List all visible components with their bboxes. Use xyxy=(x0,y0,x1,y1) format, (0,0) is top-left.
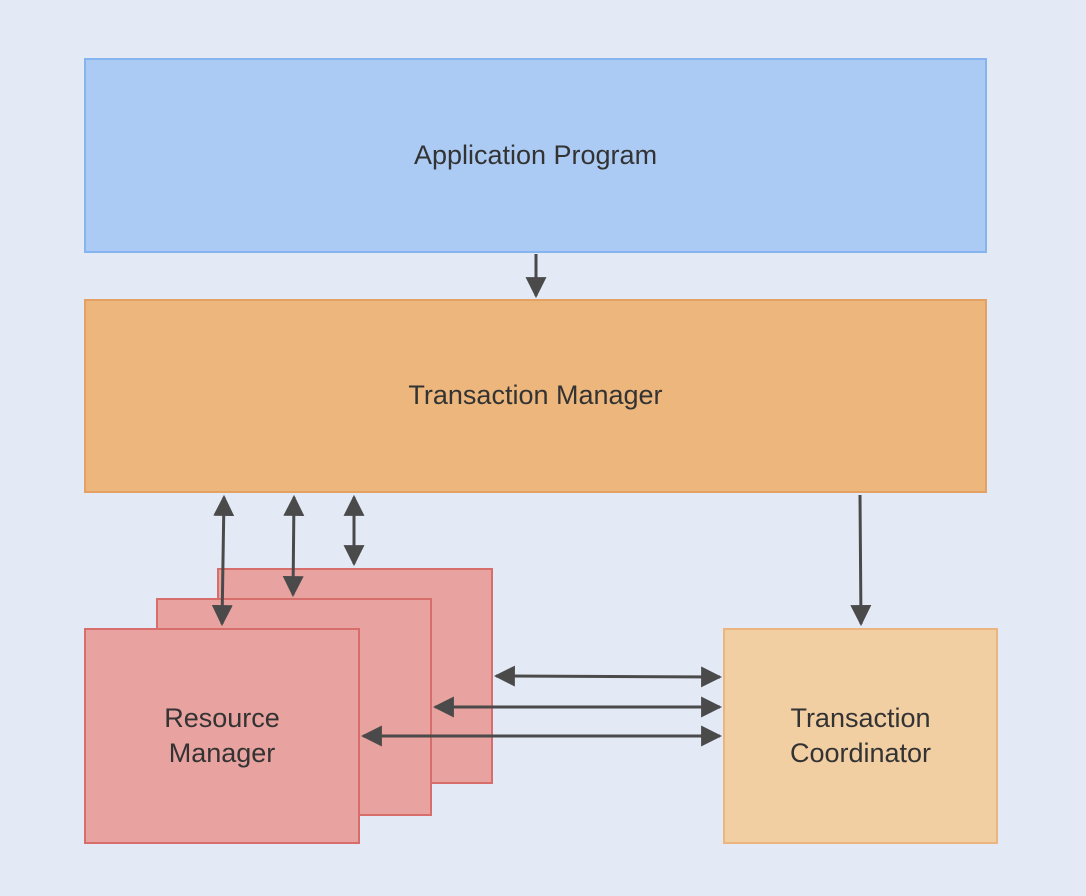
transaction-manager-box: Transaction Manager xyxy=(84,299,987,493)
application-program-box: Application Program xyxy=(84,58,987,253)
resource-manager-label: Resource Manager xyxy=(164,701,280,771)
transaction-manager-label: Transaction Manager xyxy=(408,380,663,411)
resource-manager-label-line2: Manager xyxy=(168,738,276,768)
arrow-rm-tc-1 xyxy=(493,665,723,688)
application-program-label: Application Program xyxy=(413,139,658,170)
transaction-coordinator-label-line2: Coordinator xyxy=(789,738,932,768)
arrow-tm-to-tc xyxy=(850,494,872,627)
resource-manager-box-front: Resource Manager xyxy=(84,628,360,844)
transaction-coordinator-box: Transaction Coordinator xyxy=(723,628,998,844)
transaction-coordinator-label-line1: Transaction xyxy=(790,702,931,733)
transaction-coordinator-label: Transaction Coordinator xyxy=(790,701,931,771)
resource-manager-label-line1: Resource xyxy=(164,702,280,733)
